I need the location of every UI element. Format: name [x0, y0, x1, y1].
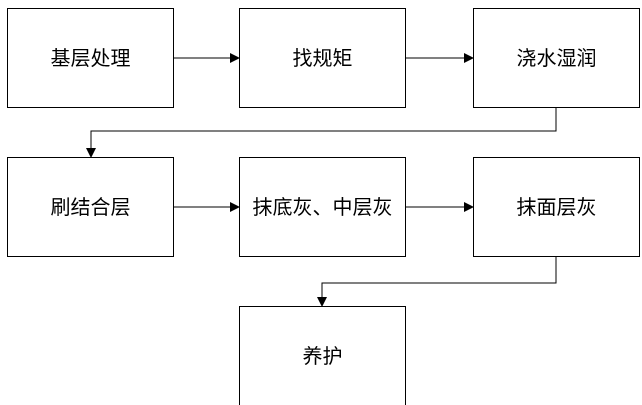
- step-label-7: 养护: [302, 343, 343, 368]
- step-label-5: 抹底灰、中层灰: [252, 194, 393, 219]
- arrow-step-6-to-step-7: [317, 257, 557, 307]
- step-box-2: 找规矩: [239, 8, 406, 108]
- step-label-6: 抹面层灰: [516, 194, 597, 219]
- arrow-step-3-to-step-4: [86, 108, 557, 158]
- step-label-4: 刷结合层: [50, 194, 131, 219]
- step-label-2: 找规矩: [292, 45, 353, 70]
- step-box-6: 抹面层灰: [473, 157, 640, 257]
- step-box-3: 浇水湿润: [473, 8, 640, 108]
- step-label-1: 基层处理: [50, 45, 131, 70]
- step-box-1: 基层处理: [7, 8, 174, 108]
- step-box-7: 养护: [239, 306, 406, 405]
- step-label-3: 浇水湿润: [516, 45, 597, 70]
- step-box-4: 刷结合层: [7, 157, 174, 257]
- step-box-5: 抹底灰、中层灰: [239, 157, 406, 257]
